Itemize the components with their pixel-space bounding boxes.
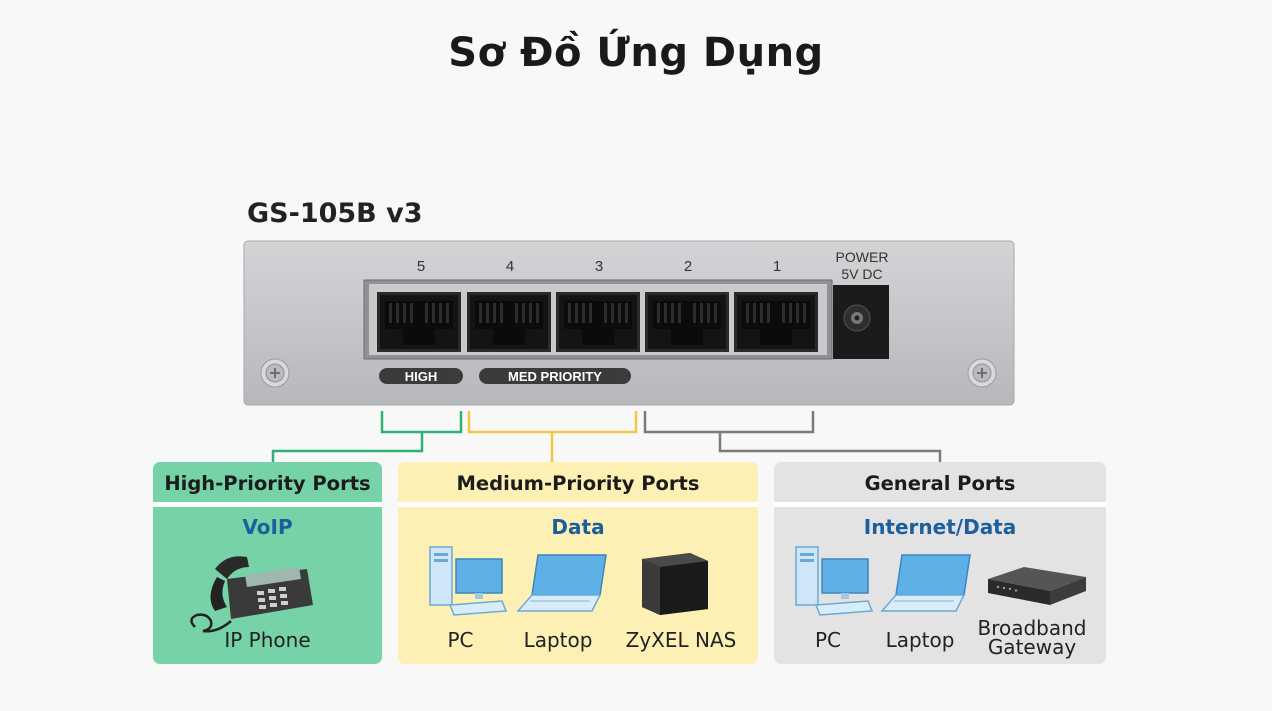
port-number-3: 3 [595,258,603,275]
pc-icon [795,546,874,616]
divider [398,502,758,507]
pc-label: PC [814,628,842,652]
power-label: POWER [836,249,889,265]
high-bracket-line [271,411,463,462]
high-priority-body: VoIP IP Phone [153,507,382,664]
general-ports-group: General Ports Internet/Data PC Laptop Br… [774,462,1106,664]
svg-text:MED PRIORITY: MED PRIORITY [508,369,602,384]
data-subtitle: Data [551,515,605,539]
high-priority-group: High-Priority Ports VoIP IP Phone [153,462,382,664]
med-priority-tag: MED PRIORITY [479,368,631,384]
medium-priority-group: Medium-Priority Ports Data PC Laptop ZyX… [398,462,758,664]
gateway-icon [988,567,1086,605]
ethernet-port-2 [645,292,729,352]
ethernet-port-5 [377,292,461,352]
nas-icon [642,553,708,615]
general-bracket-line [643,411,942,462]
laptop-label: Laptop [885,628,955,652]
divider [774,502,1106,507]
pc-label: PC [447,628,474,652]
screw-left [260,358,290,388]
screw-right [967,358,997,388]
nas-label: ZyXEL NAS [625,628,737,652]
high-priority-header: High-Priority Ports [164,472,371,495]
medium-bracket-line [467,411,638,462]
ip-phone-label: IP Phone [224,628,311,652]
pc-icon [429,546,508,616]
general-ports-body: Internet/Data PC Laptop Broadband Gatewa… [774,507,1106,664]
device-model-label: GS-105B v3 [247,198,423,229]
medium-priority-header: Medium-Priority Ports [456,472,700,495]
internet-data-subtitle: Internet/Data [863,515,1017,539]
voip-subtitle: VoIP [242,515,293,539]
port-number-1: 1 [773,258,781,275]
laptop-icon [880,554,971,612]
medium-priority-body: Data PC Laptop ZyXEL NAS [398,507,758,664]
ip-phone-icon [190,556,313,633]
laptop-label: Laptop [523,628,593,652]
ethernet-port-4 [467,292,551,352]
port-number-4: 4 [506,258,514,275]
port-number-2: 2 [684,258,692,275]
gateway-label: Gateway [987,635,1077,659]
svg-text:HIGH: HIGH [405,369,438,384]
power-jack [833,285,889,359]
port-number-5: 5 [417,258,425,275]
divider [153,502,382,507]
ethernet-port-3 [556,292,640,352]
general-ports-header: General Ports [864,472,1016,495]
page-title: Sơ Đồ Ứng Dụng [448,30,824,76]
high-priority-tag: HIGH [379,368,463,384]
ethernet-port-1 [734,292,818,352]
laptop-icon [516,554,607,612]
power-voltage-label: 5V DC [841,266,882,282]
broadband-label: Broadband [977,616,1087,640]
